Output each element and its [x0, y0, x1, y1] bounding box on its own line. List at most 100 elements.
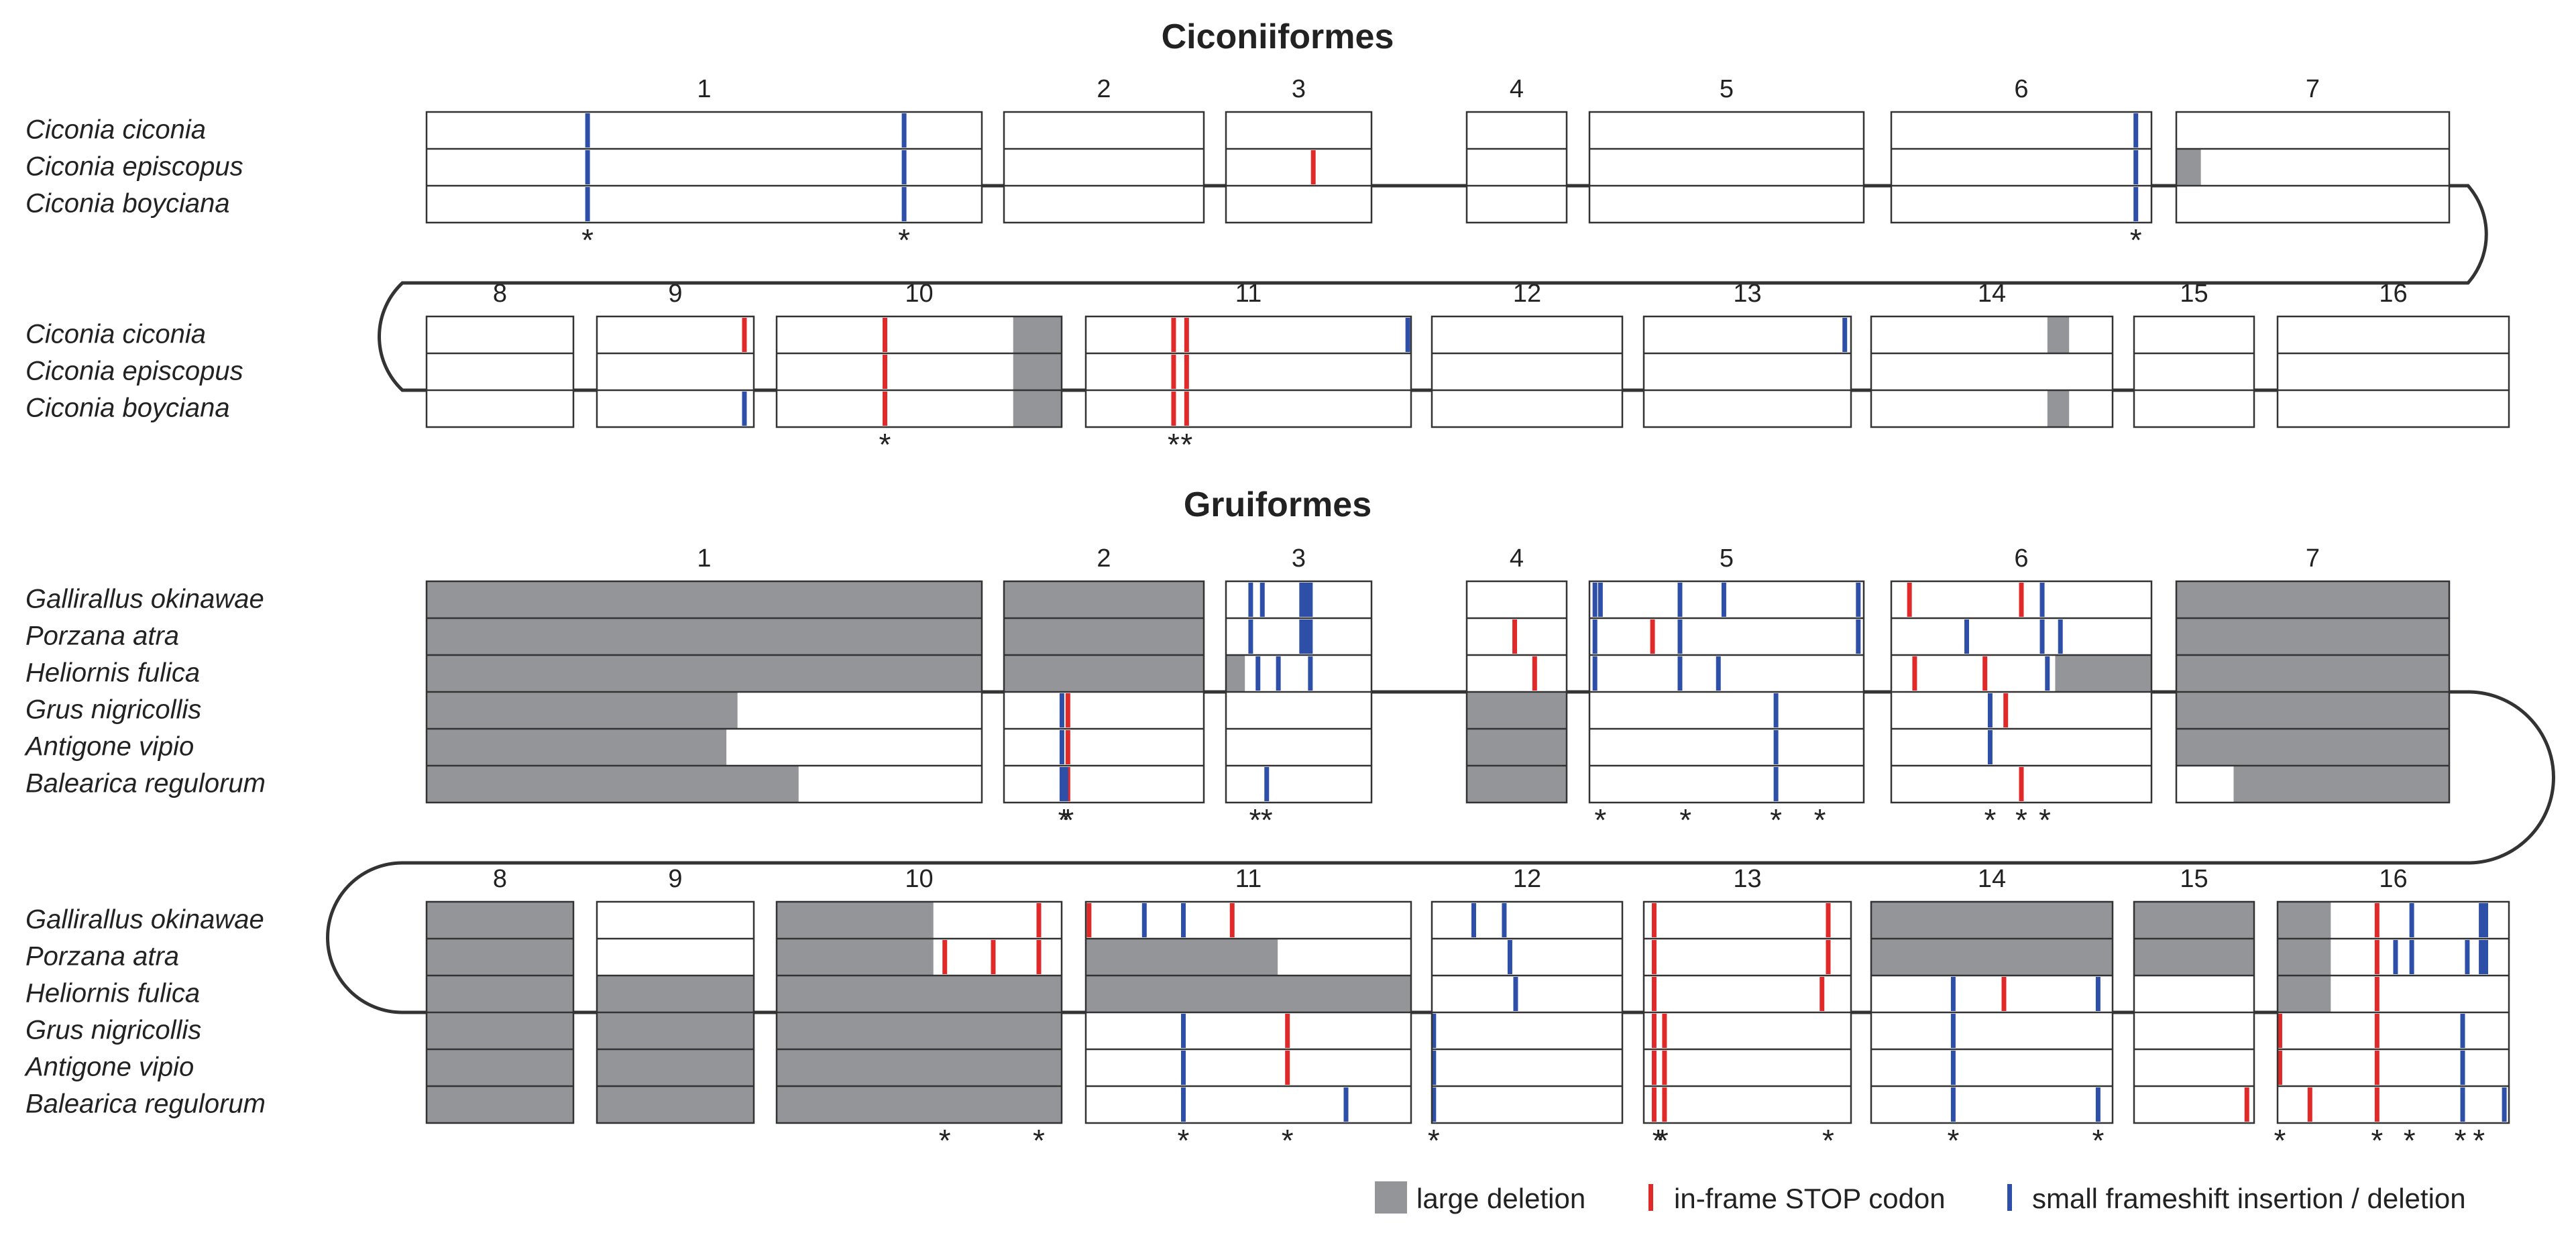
- stop-codon-mark: [1662, 1014, 1667, 1048]
- stop-codon-mark: [1310, 150, 1316, 184]
- exon-box: [2176, 112, 2449, 223]
- frameshift-mark: [1471, 903, 1476, 937]
- exon-6: 6*: [1890, 75, 2153, 257]
- exon-box: [1467, 112, 1567, 223]
- frameshift-mark: [1141, 903, 1147, 937]
- exon-14: 14: [1870, 280, 2114, 428]
- large-deletion: [427, 766, 799, 803]
- exon-outline: [1003, 580, 1205, 804]
- frameshift-mark: [1431, 1014, 1437, 1048]
- star-marker: *: [2274, 1123, 2286, 1158]
- exon-5: 5****: [1588, 544, 1865, 837]
- frameshift-mark: [1181, 1051, 1186, 1085]
- frameshift-mark: [2479, 903, 2484, 937]
- frameshift-mark: [1773, 767, 1779, 801]
- exon-outline: [596, 900, 755, 1124]
- exon-box: [1891, 112, 2151, 223]
- stop-codon-mark: [1285, 1014, 1290, 1048]
- frameshift-mark: [2095, 977, 2101, 1011]
- stop-codon-mark: [1662, 1087, 1667, 1122]
- large-deletion: [427, 1012, 573, 1049]
- stop-codon-mark: [1036, 940, 1042, 974]
- stop-codon-mark: [883, 318, 887, 352]
- exon-outline: [425, 315, 575, 428]
- large-deletion: [2176, 729, 2449, 766]
- exon-11: 11**: [1084, 280, 1412, 462]
- species-label: Ciconia boyciana: [25, 189, 230, 219]
- large-deletion: [777, 939, 934, 976]
- stop-codon-mark: [991, 940, 996, 974]
- exon-2: 2**: [1003, 544, 1205, 837]
- stop-codon-mark: [2374, 1051, 2379, 1085]
- exon-box: [2134, 316, 2254, 427]
- large-deletion: [2176, 149, 2201, 186]
- stop-codon-mark: [883, 392, 887, 426]
- stop-codon-mark: [1907, 583, 1912, 617]
- stop-codon-mark: [1184, 318, 1189, 352]
- exon-8: 8: [425, 280, 575, 428]
- frameshift-mark: [1950, 1087, 1956, 1122]
- stop-codon-mark: [1651, 940, 1657, 974]
- frameshift-mark: [2133, 113, 2139, 148]
- exon-10: 10*: [775, 280, 1063, 462]
- star-marker: *: [1282, 1123, 1294, 1158]
- exon-box: [1004, 112, 1204, 223]
- exon-number: 5: [1720, 75, 1734, 103]
- exon-outline: [1225, 111, 1373, 224]
- exon-box: [1226, 112, 1371, 223]
- legend-frameshift-swatch: [2007, 1184, 2012, 1211]
- frameshift-mark: [1842, 318, 1848, 352]
- frameshift-mark: [1308, 583, 1313, 617]
- frameshift-mark: [1964, 620, 1970, 654]
- exon-number: 7: [2306, 75, 2320, 103]
- large-deletion: [427, 902, 573, 939]
- exon-box: [1432, 316, 1622, 427]
- exon-8: 8: [425, 865, 575, 1124]
- frameshift-mark: [1677, 656, 1683, 691]
- star-marker: *: [2371, 1123, 2383, 1158]
- star-marker: *: [2130, 223, 2142, 257]
- frameshift-mark: [2460, 1051, 2465, 1085]
- exon-4: 4: [1465, 544, 1568, 804]
- frameshift-mark: [2483, 940, 2488, 974]
- stop-codon-mark: [1229, 903, 1235, 937]
- star-marker: *: [1178, 1123, 1190, 1158]
- exon-number: 14: [1978, 865, 2006, 893]
- exon-number: 3: [1292, 544, 1306, 573]
- stop-codon-mark: [1036, 903, 1042, 937]
- large-deletion: [427, 692, 738, 729]
- exon-box: [597, 316, 754, 427]
- frameshift-mark: [1773, 693, 1779, 727]
- frameshift-mark: [742, 392, 747, 426]
- frameshift-mark: [2095, 1087, 2101, 1122]
- exon-9: 9: [596, 280, 755, 428]
- frameshift-mark: [2465, 940, 2470, 974]
- exon-box: [427, 112, 982, 223]
- exon-box: [1871, 316, 2113, 427]
- frameshift-mark: [1598, 583, 1603, 617]
- stop-codon-mark: [2374, 977, 2379, 1011]
- exon-number: 15: [2180, 865, 2208, 893]
- exon-outline: [1870, 900, 2114, 1124]
- exon-9: 9: [596, 865, 755, 1124]
- frameshift-mark: [1950, 977, 1956, 1011]
- frameshift-mark: [2133, 187, 2139, 221]
- large-deletion: [2176, 655, 2449, 692]
- large-deletion: [427, 1086, 573, 1123]
- star-marker: *: [1594, 803, 1606, 837]
- large-deletion: [2047, 390, 2070, 427]
- exon-number: 2: [1097, 75, 1111, 103]
- frameshift-mark: [901, 150, 907, 184]
- legend: large deletion in-frame STOP codon small…: [1375, 1181, 2466, 1214]
- exon-outline: [1431, 900, 1624, 1124]
- large-deletion: [1013, 390, 1062, 427]
- stop-codon-mark: [1826, 903, 1831, 937]
- frameshift-mark: [1592, 620, 1598, 654]
- stop-codon-mark: [1184, 392, 1189, 426]
- frameshift-mark: [901, 113, 907, 148]
- frameshift-mark: [2058, 620, 2063, 654]
- exon-box: [2278, 316, 2509, 427]
- large-deletion: [597, 1049, 754, 1086]
- stop-codon-mark: [1982, 656, 1988, 691]
